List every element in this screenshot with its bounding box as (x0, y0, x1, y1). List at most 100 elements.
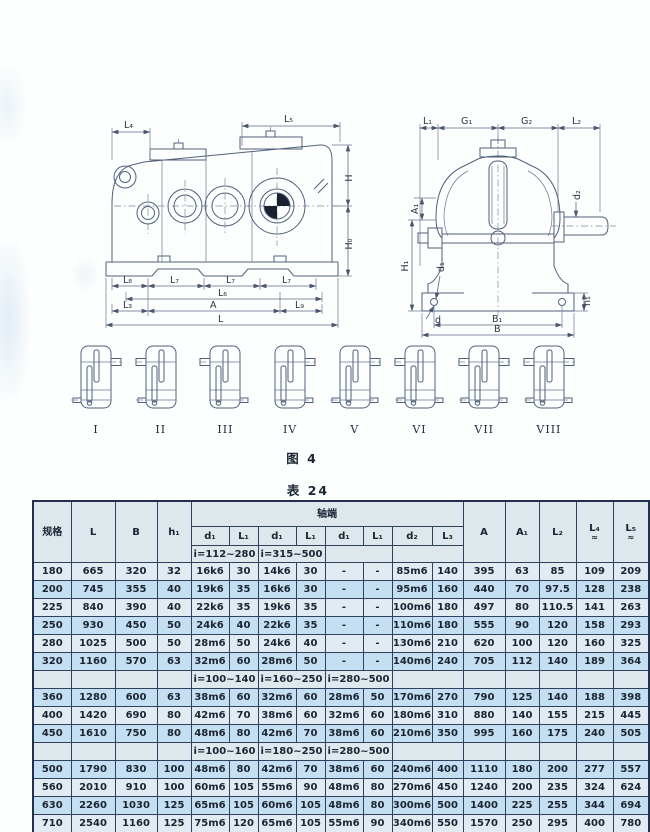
table-cell: 90 (295, 778, 326, 797)
table-cell: 48m6 (324, 778, 364, 797)
table-cell (70, 742, 116, 761)
table-cell: 690 (114, 706, 158, 725)
table-cell: 120 (538, 634, 577, 653)
variant-ii: II (134, 342, 187, 436)
table-cell: 70 (228, 706, 259, 725)
table-cell: 1280 (70, 688, 116, 707)
dim-label: B (494, 324, 501, 335)
dim-label: G₂ (521, 116, 532, 127)
table-cell: 270m6 (391, 778, 433, 797)
table-cell: 14k6 (257, 562, 297, 581)
table-cell: 180m6 (391, 706, 433, 725)
ratio-range: i=100~160 (190, 742, 259, 761)
table-cell: 50 (362, 688, 393, 707)
table-cell: 109 (575, 562, 614, 581)
table-cell: 240 (431, 652, 464, 671)
table-cell (70, 670, 116, 689)
table-cell: 128 (575, 580, 614, 599)
table-cell: 209 (612, 562, 650, 581)
table-cell: 32m6 (324, 706, 364, 725)
col-header-L1: L₁ (228, 526, 259, 546)
table-cell: 780 (612, 814, 650, 832)
table-cell: 325 (612, 634, 650, 653)
table-cell (575, 742, 614, 761)
table-cell: 263 (612, 598, 650, 617)
table-cell: 60 (295, 688, 326, 707)
table-cell: 80 (362, 796, 393, 815)
table-cell: 22k6 (190, 598, 230, 617)
table-cell: - (324, 616, 364, 635)
table-cell: 70 (295, 760, 326, 779)
table-cell (156, 670, 192, 689)
table-cell: - (362, 634, 393, 653)
table-cell: 160 (504, 724, 540, 743)
table-cell: 63 (156, 688, 192, 707)
variant-iii: III (199, 342, 251, 436)
table-cell: 995 (462, 724, 506, 743)
table-cell: 60 (362, 724, 393, 743)
table-cell: 60 (362, 706, 393, 725)
table-cell (538, 670, 577, 689)
table-cell (612, 670, 650, 689)
ratio-range: i=112~280 (190, 545, 259, 563)
dim-label: H (344, 174, 355, 181)
table-cell: 2010 (70, 778, 116, 797)
table-cell: 65m6 (257, 814, 297, 832)
table-cell: 55m6 (324, 814, 364, 832)
table-cell: 557 (612, 760, 650, 779)
table-cell: 320 (114, 562, 158, 581)
table-cell (391, 670, 464, 689)
dim-label: d₂ (572, 190, 583, 200)
variant-label: I (93, 423, 99, 436)
col-header-d2: d₂ (391, 526, 433, 546)
table-cell: 32 (156, 562, 192, 581)
table-cell: 500 (431, 796, 464, 815)
table-cell: 340m6 (391, 814, 433, 832)
table-cell: 180 (431, 616, 464, 635)
table-cell: 500 (32, 760, 72, 779)
dim-label: L (218, 314, 224, 325)
table-cell: 140 (504, 706, 540, 725)
table-cell: 830 (114, 760, 158, 779)
table-cell: 350 (431, 724, 464, 743)
col-header-B: B (114, 500, 158, 563)
table-cell: 38m6 (324, 760, 364, 779)
table-cell: 500 (114, 634, 158, 653)
table-cell: - (362, 580, 393, 599)
table-cell: 240 (575, 724, 614, 743)
table-cell (156, 742, 192, 761)
col-header-L4: L₄≈ (575, 500, 614, 563)
variant-label: III (217, 423, 234, 436)
col-header-A: A (462, 500, 506, 563)
col-header-h1: h₁ (156, 500, 192, 563)
table-cell: 1610 (70, 724, 116, 743)
table-cell: 160 (431, 580, 464, 599)
variant-label: IV (282, 423, 298, 436)
table-cell: 790 (462, 688, 506, 707)
ratio-range-empty (324, 545, 393, 563)
table-cell: 60 (228, 652, 259, 671)
table-cell: 189 (575, 652, 614, 671)
table-cell: 200 (538, 760, 577, 779)
table-cell: 100 (504, 634, 540, 653)
table-cell: 694 (612, 796, 650, 815)
table-cell: 75m6 (190, 814, 230, 832)
table-cell: 42m6 (257, 724, 297, 743)
variant-label: VI (412, 423, 427, 436)
table-cell: 497 (462, 598, 506, 617)
variant-diagram (274, 345, 317, 409)
ratio-range: i=100~140 (190, 670, 259, 689)
table-cell: 280 (32, 634, 72, 653)
table-cell: 320 (32, 652, 72, 671)
table-cell: 360 (32, 688, 72, 707)
dim-label: L₅ (284, 114, 293, 125)
table-cell: 250 (504, 814, 540, 832)
variant-label: V (350, 423, 360, 436)
table-cell: 225 (504, 796, 540, 815)
table-cell (32, 742, 72, 761)
